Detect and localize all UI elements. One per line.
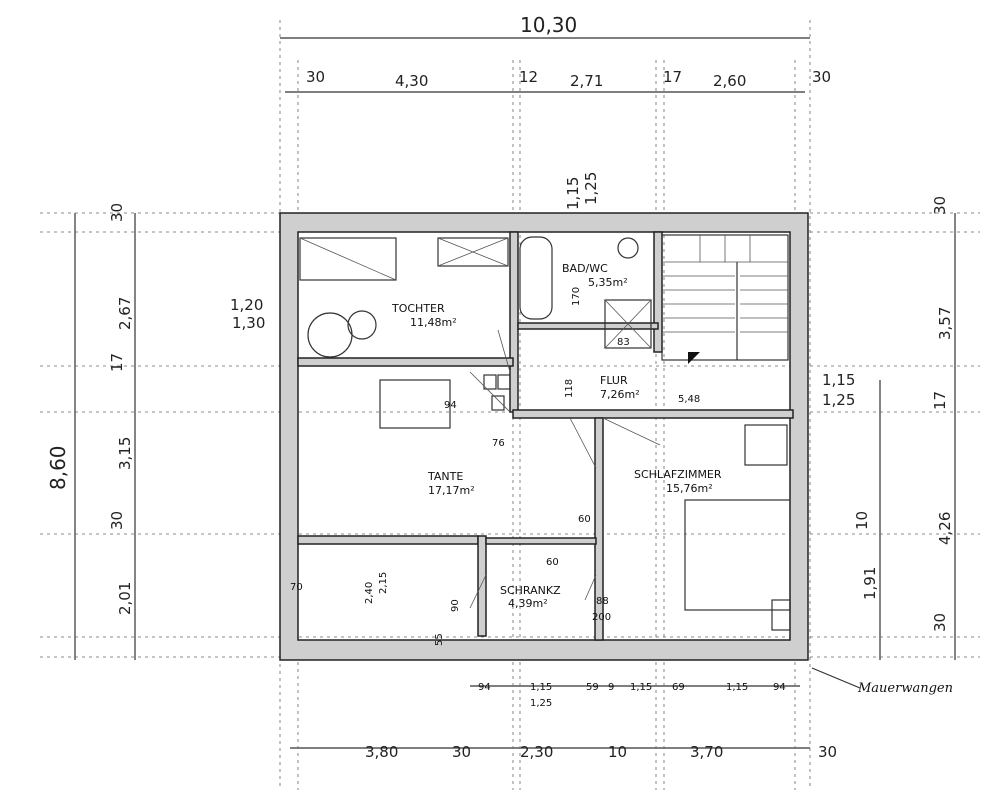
mauerwangen-note: Mauerwangen <box>857 681 953 696</box>
window-left-upper: 1,20 <box>230 296 263 314</box>
dim-left-201: 2,01 <box>116 582 134 615</box>
dim-inner-59: 59 <box>586 682 599 693</box>
dim-inner-115b: 1,15 <box>630 682 652 693</box>
room-tante-name: TANTE <box>427 470 463 483</box>
dim-top-30b: 30 <box>812 68 831 86</box>
misc-94: 94 <box>444 400 457 411</box>
room-flur-name: FLUR <box>600 374 628 387</box>
dim-inner-115c: 1,15 <box>726 682 748 693</box>
overall-height-label: 8,60 <box>46 445 70 490</box>
dim-bottom-30a: 30 <box>452 743 471 761</box>
misc-548: 5,48 <box>678 394 700 405</box>
dim-bottom-230: 2,30 <box>520 743 553 761</box>
dim-right-357: 3,57 <box>936 307 954 340</box>
staircase <box>661 234 789 364</box>
dim-left-30b: 30 <box>108 511 126 530</box>
misc-240: 2,40 <box>364 582 375 604</box>
dim-top-17: 17 <box>663 68 682 86</box>
dim-left-315: 3,15 <box>116 437 134 470</box>
dim-left-267: 2,67 <box>116 297 134 330</box>
door-swings <box>469 329 661 609</box>
furniture <box>299 236 791 631</box>
misc-200: 200 <box>592 612 611 623</box>
dim-inner-69: 69 <box>672 682 685 693</box>
misc-60b: 60 <box>546 557 559 568</box>
dim-inner-115a: 1,15 <box>530 682 552 693</box>
window-top-lower: 1,25 <box>582 172 600 205</box>
room-bad-name: BAD/WC <box>562 262 608 275</box>
misc-118: 118 <box>564 379 575 398</box>
mauerwangen-leader <box>811 667 861 689</box>
misc-55: 55 <box>434 633 445 646</box>
dim-right-30b: 30 <box>931 613 949 632</box>
dim-left-30: 30 <box>108 203 126 222</box>
room-schrankz-area: 4,39m² <box>508 597 548 610</box>
misc-170: 170 <box>571 287 582 306</box>
misc-70: 70 <box>290 582 303 593</box>
dim-right-115: 1,15 <box>822 371 855 389</box>
dim-bottom-30b: 30 <box>818 743 837 761</box>
window-top-upper: 1,15 <box>564 177 582 210</box>
dim-left-17: 17 <box>108 353 126 372</box>
dim-top-271: 2,71 <box>570 72 603 90</box>
misc-83: 83 <box>617 337 630 348</box>
dim-inner-125: 1,25 <box>530 698 552 709</box>
dim-right-125: 1,25 <box>822 391 855 409</box>
dim-bottom-10: 10 <box>608 743 627 761</box>
misc-76: 76 <box>492 438 505 449</box>
misc-90: 90 <box>450 599 461 612</box>
misc-88: 88 <box>596 596 609 607</box>
dim-top-260: 2,60 <box>713 72 746 90</box>
dim-right-17: 17 <box>931 391 949 410</box>
outer-walls <box>279 212 809 661</box>
dim-right-10: 10 <box>853 511 871 530</box>
dim-top-30a: 30 <box>306 68 325 86</box>
room-bad-area: 5,35m² <box>588 276 628 289</box>
dim-right-191: 1,91 <box>861 567 879 600</box>
dim-bottom-380: 3,80 <box>365 743 398 761</box>
dim-top-12: 12 <box>519 68 538 86</box>
window-left-lower: 1,30 <box>232 314 265 332</box>
dim-inner-94b: 94 <box>773 682 786 693</box>
room-schlafzimmer-area: 15,76m² <box>666 482 713 495</box>
room-tante-area: 17,17m² <box>428 484 475 497</box>
dim-inner-9: 9 <box>608 682 614 693</box>
dim-bottom-370: 3,70 <box>690 743 723 761</box>
misc-60a: 60 <box>578 514 591 525</box>
dim-top-430: 4,30 <box>395 72 428 90</box>
room-schrankz-name: SCHRANKZ <box>500 584 561 597</box>
room-flur-area: 7,26m² <box>600 388 640 401</box>
dim-right-30: 30 <box>931 196 949 215</box>
room-schlafzimmer-name: SCHLAFZIMMER <box>634 468 722 481</box>
room-tochter-name: TOCHTER <box>391 302 445 315</box>
dim-inner-94a: 94 <box>478 682 491 693</box>
dim-right-426: 4,26 <box>936 512 954 545</box>
interior-walls <box>297 231 794 641</box>
room-tochter-area: 11,48m² <box>410 316 457 329</box>
overall-width-label: 10,30 <box>520 13 577 37</box>
misc-215: 2,15 <box>378 572 389 594</box>
